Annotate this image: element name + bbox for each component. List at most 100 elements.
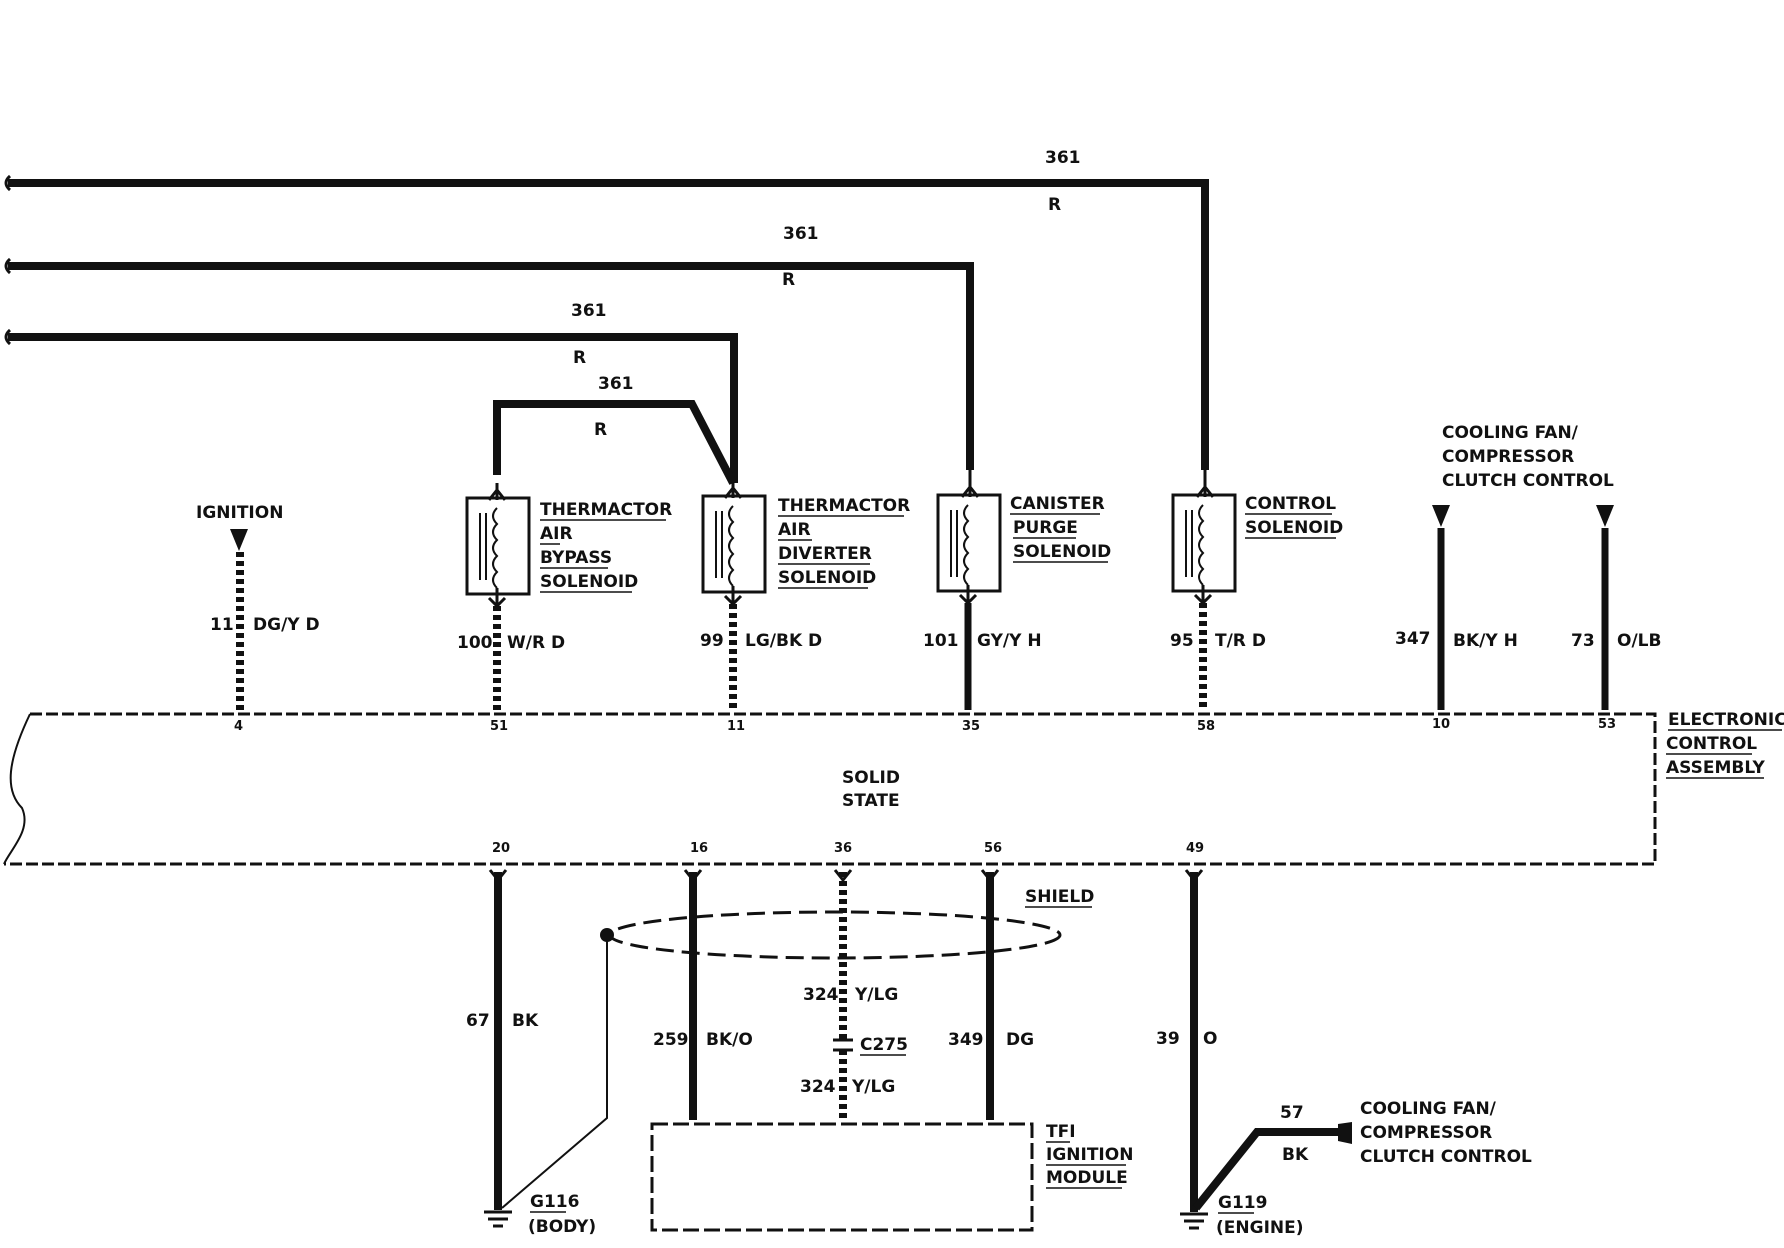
fan-top-wire-b-number: 73: [1571, 631, 1595, 651]
arrow-down-icon: [1596, 505, 1614, 527]
g119-label: G119: [1218, 1193, 1267, 1213]
diverter-label-3: DIVERTER: [778, 544, 872, 564]
fan-top-label-2: COMPRESSOR: [1442, 447, 1574, 467]
tfi-label-3: MODULE: [1046, 1168, 1128, 1188]
tfi-label-2: IGNITION: [1046, 1145, 1133, 1165]
bottom-pin-56: 56: [984, 841, 1002, 856]
coil-core-icon: [715, 511, 723, 578]
shield: SHIELD: [501, 887, 1094, 1209]
arrow-down-icon: [230, 529, 248, 551]
connector-icon: [1338, 1122, 1352, 1144]
diverter-wire-number: 99: [700, 631, 724, 651]
w349-color: DG: [1006, 1030, 1034, 1050]
ignition-feed: IGNITION 11 DG/Y D 4: [196, 503, 320, 734]
coil-icon: [492, 507, 499, 589]
c275-connector: [833, 1038, 853, 1052]
bypass-label-3: BYPASS: [540, 548, 612, 568]
feed-wire-2-color: R: [782, 270, 795, 290]
fan-top-pin-b: 53: [1598, 717, 1616, 732]
wire-57-fan: 57 BK COOLING FAN/ COMPRESSOR CLUTCH CON…: [1192, 1099, 1532, 1211]
arrow-down-icon: [1432, 505, 1450, 527]
g116-label: G116: [530, 1192, 579, 1212]
bottom-pin-36: 36: [834, 841, 852, 856]
feed-wire-1-color: R: [1048, 195, 1061, 215]
w57-fan-number: 57: [1280, 1103, 1304, 1123]
diverter-label-4: SOLENOID: [778, 568, 876, 588]
coil-icon: [728, 505, 735, 587]
cooling-fan-control-top: COOLING FAN/ COMPRESSOR CLUTCH CONTROL 3…: [1395, 423, 1661, 732]
diverter-pin: 11: [727, 719, 745, 734]
feed-wire-2: 361 R: [4, 224, 974, 470]
w39-color: O: [1203, 1029, 1217, 1049]
feed-wire-4-color: R: [594, 420, 607, 440]
thermactor-air-bypass-solenoid: THERMACTOR AIR BYPASS SOLENOID 100 W/R D…: [457, 483, 672, 734]
bottom-pins: 20 16 36 56 49: [492, 841, 1204, 856]
w324b-number: 324: [800, 1077, 836, 1097]
feed-wire-2-circuit: 361: [783, 224, 819, 244]
coil-core-icon: [479, 513, 487, 580]
diverter-label-1: THERMACTOR: [778, 496, 910, 516]
wire-349: 349 DG: [948, 872, 1034, 1120]
canister-pin: 35: [962, 719, 980, 734]
coil-core-icon: [950, 510, 958, 577]
bypass-pin: 51: [490, 719, 508, 734]
control-solenoid: CONTROL SOLENOID 95 T/R D 58: [1170, 470, 1343, 734]
bypass-label-1: THERMACTOR: [540, 500, 672, 520]
wire-57-bk: 67 BK: [466, 872, 539, 1210]
g119-location: (ENGINE): [1216, 1218, 1304, 1238]
wire-324: 324 Y/LG C275 324 Y/LG: [800, 872, 908, 1120]
w349-number: 349: [948, 1030, 984, 1050]
feed-wire-4: 361 R: [493, 374, 737, 485]
eca-inner-2: STATE: [842, 791, 900, 811]
eca-label-3: ASSEMBLY: [1666, 758, 1766, 778]
electronic-control-assembly: ELECTRONIC CONTROL ASSEMBLY SOLID STATE: [3, 710, 1784, 866]
feed-wire-1: 361 R: [4, 148, 1209, 470]
feed-wire-3-color: R: [573, 348, 586, 368]
fan-bottom-label-1: COOLING FAN/: [1360, 1099, 1497, 1119]
ground-g116: G116 (BODY): [484, 1192, 596, 1237]
tfi-ignition-module: TFI IGNITION MODULE: [650, 1122, 1133, 1232]
fan-top-label-3: CLUTCH CONTROL: [1442, 471, 1614, 491]
ground-icon: [484, 1210, 512, 1228]
coil-core-icon: [1185, 510, 1193, 577]
canister-label-1: CANISTER: [1010, 494, 1105, 514]
w57-number: 67: [466, 1011, 490, 1031]
ignition-label: IGNITION: [196, 503, 283, 523]
feed-wire-3-circuit: 361: [571, 301, 607, 321]
eca-label-2: CONTROL: [1666, 734, 1757, 754]
fan-top-pin-a: 10: [1432, 717, 1450, 732]
bypass-label-4: SOLENOID: [540, 572, 638, 592]
canister-wire-color: GY/Y H: [977, 631, 1042, 651]
fan-bottom-label-2: COMPRESSOR: [1360, 1123, 1492, 1143]
fan-top-wire-a-number: 347: [1395, 629, 1431, 649]
coil-icon: [1198, 504, 1205, 586]
eca-inner-1: SOLID: [842, 768, 900, 788]
w324a-number: 324: [803, 985, 839, 1005]
w324a-color: Y/LG: [854, 985, 898, 1005]
ignition-wire-number: 11: [210, 615, 234, 635]
c275-label: C275: [860, 1035, 908, 1055]
coil-icon: [963, 504, 970, 586]
g116-location: (BODY): [528, 1217, 596, 1237]
feed-wire-1-circuit: 361: [1045, 148, 1081, 168]
w259-color: BK/O: [706, 1030, 753, 1050]
w57-color: BK: [512, 1011, 539, 1031]
canister-label-2: PURGE: [1013, 518, 1078, 538]
shield-label: SHIELD: [1025, 887, 1094, 907]
w259-number: 259: [653, 1030, 689, 1050]
bypass-label-2: AIR: [540, 524, 573, 544]
ground-g119: G119 (ENGINE): [1180, 1193, 1304, 1238]
canister-purge-solenoid: CANISTER PURGE SOLENOID 101 GY/Y H 35: [923, 470, 1111, 734]
control-wire-color: T/R D: [1215, 631, 1266, 651]
bypass-wire-number: 100: [457, 633, 493, 653]
control-wire-number: 95: [1170, 631, 1194, 651]
ignition-pin: 4: [234, 719, 243, 734]
bottom-pin-49: 49: [1186, 841, 1204, 856]
diverter-label-2: AIR: [778, 520, 811, 540]
w324b-color: Y/LG: [851, 1077, 895, 1097]
feed-wire-3: 361 R: [4, 301, 738, 483]
bypass-wire-color: W/R D: [507, 633, 565, 653]
diverter-wire-color: LG/BK D: [745, 631, 822, 651]
w57-fan-color: BK: [1282, 1145, 1309, 1165]
